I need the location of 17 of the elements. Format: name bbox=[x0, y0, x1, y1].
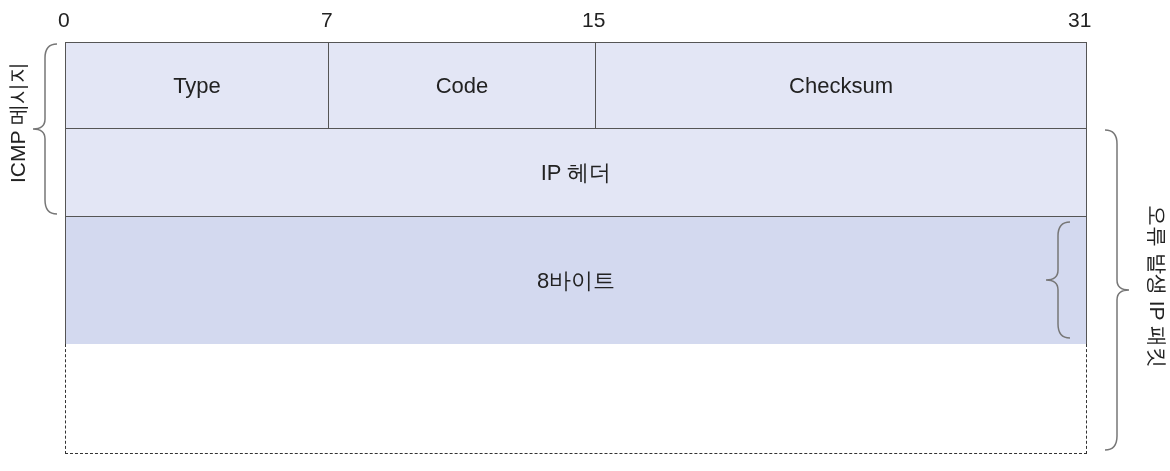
bit-number: 0 bbox=[58, 8, 70, 32]
dashed-box bbox=[65, 344, 1087, 454]
bit-number: 7 bbox=[321, 8, 333, 32]
field-label: Checksum bbox=[789, 72, 893, 99]
field-label: 8바이트 bbox=[536, 266, 616, 295]
header-field bbox=[595, 42, 1087, 129]
header-field bbox=[328, 42, 596, 129]
brace-label: ICMP 메시지 bbox=[5, 62, 30, 183]
header-field bbox=[65, 128, 1087, 217]
field-label: Type bbox=[173, 72, 221, 99]
field-label: Code bbox=[435, 72, 489, 99]
bit-number: 31 bbox=[1068, 8, 1092, 32]
brace-label: 오류 발생 IP 패킷 bbox=[1145, 205, 1170, 368]
header-field bbox=[65, 42, 329, 129]
payload-field bbox=[65, 216, 1087, 345]
bit-number: 15 bbox=[582, 8, 606, 32]
field-label: IP 헤더 bbox=[540, 158, 612, 187]
